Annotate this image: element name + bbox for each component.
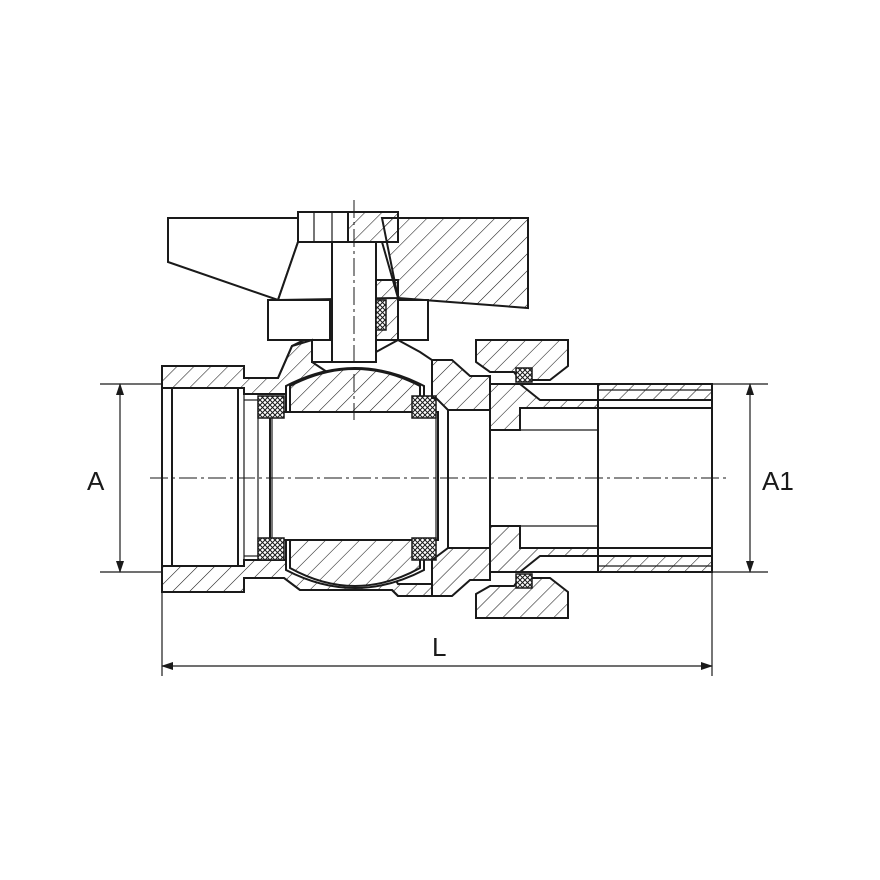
union-nut xyxy=(475,339,569,619)
handle-nut xyxy=(297,211,399,243)
ball-seats xyxy=(257,395,437,561)
dimension-l: L xyxy=(161,572,713,676)
dimension-a: A xyxy=(87,383,162,573)
dimension-a1-label: A1 xyxy=(762,466,794,496)
dimension-l-label: L xyxy=(432,632,446,662)
dimension-a-label: A xyxy=(87,466,105,496)
dimension-a1: A1 xyxy=(712,383,794,573)
